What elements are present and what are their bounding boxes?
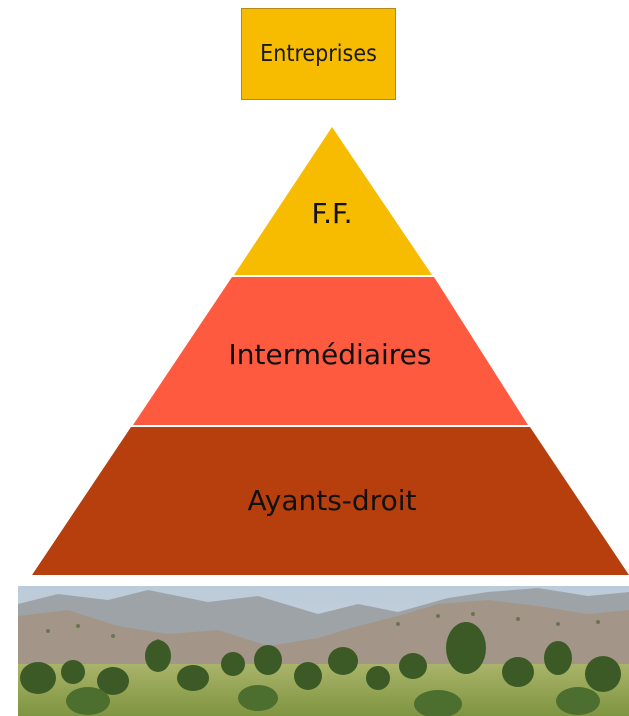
- tier-label-ff: F.F.: [311, 197, 352, 230]
- pyramid-tier-middle: [133, 277, 528, 425]
- forest-landscape-photo: [18, 586, 629, 716]
- tier-label-ayants-droit: Ayants-droit: [248, 484, 417, 517]
- pyramid-tier-top: [234, 127, 432, 275]
- tier-label-intermediaires: Intermédiaires: [229, 338, 432, 371]
- pyramid: F.F. Intermédiaires Ayants-droit: [32, 127, 629, 575]
- pyramid-tier-bottom: [32, 427, 629, 575]
- entreprises-box: Entreprises: [241, 8, 396, 100]
- entreprises-label: Entreprises: [260, 41, 377, 67]
